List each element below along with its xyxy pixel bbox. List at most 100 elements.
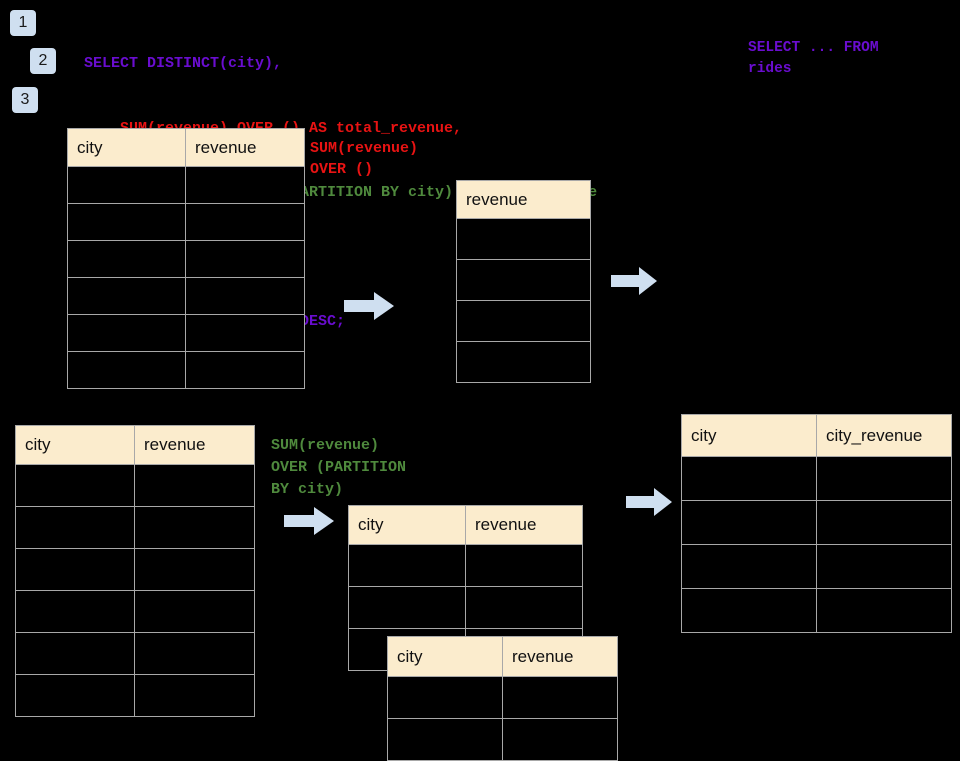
cell-revenue: [134, 464, 255, 507]
cell-city: [67, 351, 186, 389]
cell-revenue: [185, 277, 305, 315]
cell-revenue: [185, 240, 305, 278]
table-row: [456, 218, 591, 260]
cell-revenue: [134, 506, 255, 549]
column-header-city-revenue: city_revenue: [816, 414, 952, 457]
cell-revenue: [185, 203, 305, 241]
column-header-city: city: [15, 425, 135, 465]
column-header-revenue: revenue: [456, 180, 591, 219]
table-header-row: city revenue: [348, 505, 583, 545]
table-row: [348, 586, 583, 629]
source-rides-table: city revenue: [67, 128, 305, 389]
table-row: [67, 351, 305, 389]
table-row: [15, 590, 255, 633]
step-badge-1: 1: [10, 10, 36, 36]
table-row: [15, 464, 255, 507]
column-header-city: city: [67, 128, 186, 167]
table-row: [15, 632, 255, 675]
cell-city: [681, 456, 817, 501]
cell-city: [67, 166, 186, 204]
cell-city: [681, 500, 817, 545]
annotation-sum-over-partition: SUM(revenue) OVER (PARTITION BY city): [271, 437, 407, 498]
cell-city-revenue: [816, 456, 952, 501]
table-row: [67, 240, 305, 278]
total-revenue-table: revenue: [456, 180, 591, 383]
cell-revenue: [185, 351, 305, 389]
table-row: [681, 588, 952, 633]
cell-revenue: [134, 632, 255, 675]
table-row: [15, 548, 255, 591]
table-row: [67, 203, 305, 241]
column-header-city: city: [348, 505, 466, 545]
column-header-revenue: revenue: [502, 636, 618, 677]
table-row: [456, 300, 591, 342]
cell-revenue: [502, 676, 618, 719]
arrow-source-to-partition: [284, 506, 336, 541]
cell-revenue: [134, 590, 255, 633]
table-row: [456, 341, 591, 383]
cell-city: [15, 632, 135, 675]
cell-city: [15, 590, 135, 633]
step-badge-2: 2: [30, 48, 56, 74]
cell-city: [15, 674, 135, 717]
cell-city-revenue: [816, 588, 952, 633]
cell-revenue: [456, 300, 591, 342]
table-row: [387, 676, 618, 719]
cell-revenue: [134, 548, 255, 591]
cell-city: [67, 314, 186, 352]
cell-city: [681, 588, 817, 633]
cell-city: [348, 586, 466, 629]
cell-revenue: [456, 341, 591, 383]
cell-city-revenue: [816, 500, 952, 545]
table-header-row: city city_revenue: [681, 414, 952, 457]
column-header-city: city: [681, 414, 817, 457]
cell-revenue: [185, 314, 305, 352]
cell-revenue: [134, 674, 255, 717]
column-header-revenue: revenue: [134, 425, 255, 465]
result-city-revenue-table: city city_revenue: [681, 414, 952, 633]
cell-city: [387, 718, 503, 761]
table-row: [387, 718, 618, 761]
table-row: [15, 674, 255, 717]
cell-city: [67, 277, 186, 315]
table-row: [681, 544, 952, 589]
table-row: [67, 277, 305, 315]
partition-group-back-table: city revenue: [348, 505, 583, 671]
table-row: [456, 259, 591, 301]
cell-city: [387, 676, 503, 719]
cell-revenue: [502, 718, 618, 761]
cell-city: [15, 506, 135, 549]
partition-group-front-table: city revenue: [387, 636, 618, 761]
cell-revenue: [456, 259, 591, 301]
cell-revenue: [185, 166, 305, 204]
cell-city: [67, 203, 186, 241]
cell-city: [15, 464, 135, 507]
cell-revenue: [465, 544, 583, 587]
table-row: [681, 456, 952, 501]
table-row: [348, 544, 583, 587]
table-row: [67, 166, 305, 204]
table-row: [67, 314, 305, 352]
table-header-row: city revenue: [15, 425, 255, 465]
arrow-partition-to-result: [626, 487, 674, 522]
table-header-row: city revenue: [67, 128, 305, 167]
cell-city: [15, 548, 135, 591]
sql-line-1: SELECT DISTINCT(city),: [84, 55, 283, 72]
annotation-sum-over-empty: SUM(revenue) OVER (): [310, 140, 419, 178]
cell-revenue: [465, 586, 583, 629]
step-badge-3: 3: [12, 87, 38, 113]
column-header-revenue: revenue: [465, 505, 583, 545]
table-row: [681, 500, 952, 545]
table-header-row: city revenue: [387, 636, 618, 677]
annotation-select-from: SELECT ... FROM rides: [748, 40, 879, 77]
arrow-source-to-total: [344, 290, 396, 327]
source-rides-table-partition: city revenue: [15, 425, 255, 717]
cell-city: [348, 544, 466, 587]
cell-revenue: [456, 218, 591, 260]
cell-city: [67, 240, 186, 278]
cell-city-revenue: [816, 544, 952, 589]
table-row: [15, 506, 255, 549]
column-header-revenue: revenue: [185, 128, 305, 167]
arrow-total-to-result: [611, 266, 659, 301]
table-header-row: revenue: [456, 180, 591, 219]
